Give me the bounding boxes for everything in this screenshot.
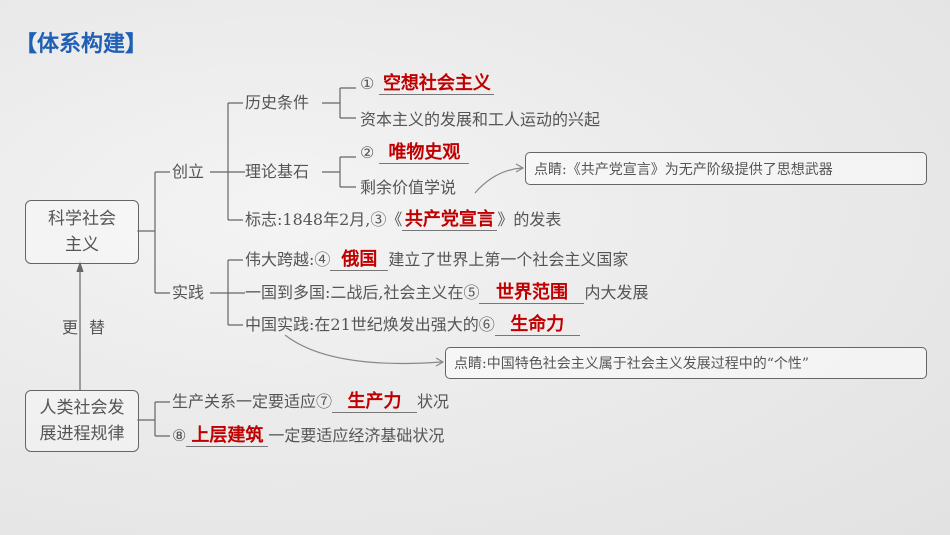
branch-practice: 实践	[172, 283, 205, 302]
arrow-label: 更	[62, 318, 79, 337]
node-label: 科学社会主义	[48, 209, 116, 255]
text: 伟大跨越:④	[245, 250, 331, 269]
history-conditions: 历史条件	[245, 93, 310, 112]
answer: 共产党宣言	[402, 208, 498, 231]
theory-foundation: 理论基石	[245, 162, 310, 181]
arrow-label: 替	[89, 318, 106, 337]
number: ⑧	[172, 426, 187, 445]
note-box: 点睛:《共产党宣言》为无产阶级提供了思想武器	[525, 152, 927, 185]
text: 中国实践:在21世纪焕发出强大的⑥	[245, 315, 495, 334]
mark-line: 标志:1848年2月,③《共产党宣言》的发表	[245, 208, 561, 231]
blank-1: ① 空想社会主义	[360, 72, 495, 95]
node-scientific-socialism: 科学社会主义	[25, 200, 139, 264]
answer: 空想社会主义	[379, 72, 495, 95]
text: 一定要适应经济基础状况	[268, 426, 445, 445]
answer: 生命力	[494, 313, 580, 336]
text: 内大发展	[584, 283, 649, 302]
number: ②	[360, 143, 375, 162]
section-title: 【体系构建】	[15, 31, 148, 56]
theory-item: 剩余价值学说	[360, 178, 457, 197]
answer: 唯物史观	[379, 141, 470, 164]
answer: 世界范围	[479, 281, 585, 304]
note-box: 点睛:中国特色社会主义属于社会主义发展过程中的“个性”	[445, 347, 927, 379]
text: 标志:1848年2月,③《	[245, 210, 403, 229]
node-social-development-law: 人类社会发展进程规律	[25, 390, 139, 452]
answer: 生产力	[332, 390, 418, 413]
text: 建立了世界上第一个社会主义国家	[388, 250, 629, 269]
history-item: 资本主义的发展和工人运动的兴起	[360, 110, 601, 129]
answer: 俄国	[330, 248, 389, 271]
text: 生产关系一定要适应⑦	[172, 392, 333, 411]
blank-2: ② 唯物史观	[360, 141, 470, 164]
number: ①	[360, 74, 375, 93]
branch-found: 创立	[172, 162, 205, 181]
text: 状况	[417, 392, 450, 411]
answer: 上层建筑	[186, 424, 269, 447]
text: 》的发表	[497, 210, 562, 229]
node-label: 人类社会发展进程规律	[39, 398, 125, 444]
text: 一国到多国:二战后,社会主义在⑤	[245, 283, 480, 302]
